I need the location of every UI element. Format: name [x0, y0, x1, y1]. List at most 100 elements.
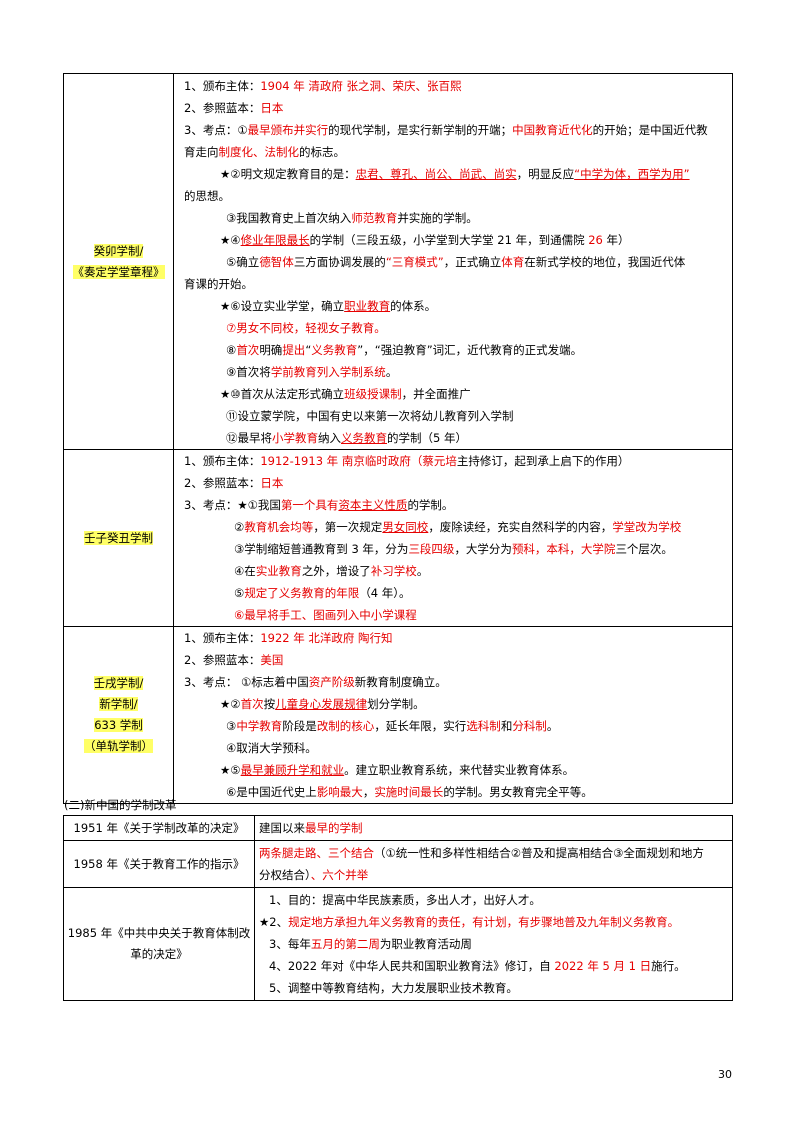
text-line: ④取消大学预科。 — [174, 737, 732, 759]
text-line: ③学制缩短普通教育到 3 年，分为三段四级，大学分为预科，本科，大学院三个层次。 — [174, 538, 732, 560]
emphasis-text: 2022 年 5 月 1 日 — [554, 959, 652, 973]
emphasis-text: 教育机会均等 — [244, 520, 314, 534]
text-segment: ”，“强迫教育”词汇，近代教育的正式发端。 — [357, 343, 583, 357]
text-segment: ④取消大学预科。 — [226, 741, 317, 755]
table-row: 癸卯学制/ 《奏定学堂章程》 1、颁布主体：1904 年 清政府 张之洞、荣庆、… — [63, 73, 733, 450]
text-line: ⑫最早将小学教育纳入义务教育的学制（5 年） — [174, 427, 732, 449]
text-segment: 3、考点：① — [184, 123, 248, 137]
emphasis-text: 学前教育列入学制系统 — [270, 365, 386, 379]
text-segment: 育走向 — [184, 145, 219, 159]
text-line: 1、颁布主体：1904 年 清政府 张之洞、荣庆、张百熙 — [174, 75, 732, 97]
text-line: ⑪设立蒙学院，中国有史以来第一次将幼儿教育列入学制 — [174, 405, 732, 427]
emphasis-text: 忠君、尊孔、尚公、尚武、尚实 — [355, 167, 517, 181]
text-segment: 5、调整中等教育结构，大力发展职业技术教育。 — [269, 981, 518, 995]
emphasis-text: 男女同校 — [382, 520, 429, 534]
text-line: 1、颁布主体：1912-1913 年 南京临时政府（蔡元培主持修订，起到承上启下… — [174, 450, 732, 472]
emphasis-text: 1904 年 清政府 张之洞、荣庆、张百熙 — [260, 79, 462, 93]
text-segment: ④在 — [234, 564, 256, 578]
text-line: ⑦男女不同校，轻视女子教育。 — [174, 317, 732, 339]
text-segment: ★2、 — [259, 915, 289, 929]
emphasis-text: 分科制 — [512, 719, 547, 733]
emphasis-text: 小学教育 — [272, 431, 318, 445]
emphasis-text: 资本主义性质 — [338, 498, 408, 512]
text-segment: 的体系。 — [390, 299, 437, 313]
text-line: 3、考点：①最早颁布并实行的现代学制，是实行新学制的开端；中国教育近代化的开始；… — [174, 119, 732, 141]
text-line: ★⑤最早兼顾升学和就业。建立职业教育系统，来代替实业教育体系。 — [174, 759, 732, 781]
text-line: ③我国教育史上首次纳入师范教育并实施的学制。 — [174, 207, 732, 229]
text-segment: 1、颁布主体： — [184, 79, 261, 93]
row-label: 1958 年《关于教育工作的指示》 — [63, 840, 255, 888]
emphasis-text: 补习学校 — [370, 564, 417, 578]
text-segment: ⑨首次将 — [226, 365, 271, 379]
text-line: ★⑥设立实业学堂，确立职业教育的体系。 — [174, 295, 732, 317]
text-segment: “ — [305, 343, 312, 357]
label-line: 《奏定学堂章程》 — [72, 264, 165, 279]
emphasis-text: 、六个并举 — [310, 868, 369, 882]
text-line: 2、参照蓝本：日本 — [174, 97, 732, 119]
text-segment: 明确 — [259, 343, 283, 357]
text-segment: 之外，增设了 — [301, 564, 371, 578]
text-line: ⑨首次将学前教育列入学制系统。 — [174, 361, 732, 383]
emphasis-text: 最早颁布并实行 — [247, 123, 329, 137]
text-segment: ★⑥设立实业学堂，确立 — [220, 299, 345, 313]
text-segment: ★② — [220, 697, 241, 711]
emphasis-text: 改制的核心 — [316, 719, 375, 733]
row-content: 两条腿走路、三个结合（①统一性和多样性相结合②普及和提高相结合③全面规划和地方分… — [254, 840, 733, 888]
text-segment: 主持修订，起到承上启下的作用） — [456, 454, 630, 468]
emphasis-text: 义务教育 — [341, 431, 387, 445]
text-segment: ，并全面推广 — [401, 387, 471, 401]
text-line: 建国以来最早的学制 — [259, 817, 732, 839]
text-line: ⑤规定了义务教育的年限（4 年）。 — [174, 582, 732, 604]
emphasis-text: 美国 — [260, 653, 284, 667]
text-segment: 。 — [416, 564, 429, 578]
emphasis-text: “中学为体，西学为用” — [574, 167, 690, 181]
text-line: 2、参照蓝本：日本 — [174, 472, 732, 494]
table-row: 壬戌学制/ 新学制/ 633 学制 （单轨学制） 1、颁布主体：1922 年 北… — [63, 626, 733, 804]
table-row: 壬子癸丑学制 1、颁布主体：1912-1913 年 南京临时政府（蔡元培主持修订… — [63, 449, 733, 627]
text-segment: ，废除读经，充实自然科学的内容， — [428, 520, 613, 534]
text-line: ⑥是中国近代史上影响最大，实施时间最长的学制。男女教育完全平等。 — [174, 781, 732, 803]
text-line: ⑧首次明确提出“义务教育”，“强迫教育”词汇，近代教育的正式发端。 — [174, 339, 732, 361]
text-segment: ⑧ — [226, 343, 237, 357]
text-line: ⑤确立德智体三方面协调发展的“三育模式”，正式确立体育在新式学校的地位，我国近代… — [174, 251, 732, 273]
label-line: 1951 年《关于学制改革的决定》 — [73, 820, 245, 835]
label-line: 1958 年《关于教育工作的指示》 — [73, 856, 245, 871]
text-segment: 分权结合） — [259, 868, 311, 882]
text-segment: 的标志。 — [299, 145, 345, 159]
emphasis-text: 首次 — [240, 697, 264, 711]
emphasis-text: 提出 — [282, 343, 306, 357]
emphasis-text: 两条腿走路、三个结合 — [259, 846, 374, 860]
table-row: 1958 年《关于教育工作的指示》 两条腿走路、三个结合（①统一性和多样性相结合… — [63, 840, 733, 888]
emphasis-text: 修业年限最长 — [240, 233, 310, 247]
text-segment: 2、参照蓝本： — [184, 653, 261, 667]
emphasis-text: ⑦男女不同校，轻视女子教育。 — [226, 321, 386, 335]
text-segment: 并实施的学制。 — [397, 211, 478, 225]
text-segment: ，正式确立 — [443, 255, 502, 269]
text-line: 2、参照蓝本：美国 — [174, 649, 732, 671]
text-line: ★②首次按儿童身心发展规律划分学制。 — [174, 693, 732, 715]
text-segment: ③学制缩短普通教育到 3 年，分为 — [234, 542, 409, 556]
row-label: 1985 年《中共中央关于教育体制改 革的决定》 — [63, 887, 255, 1001]
text-segment: 的学制。 — [407, 498, 454, 512]
emphasis-text: 班级授课制 — [344, 387, 402, 401]
label-line: 633 学制 — [94, 718, 143, 732]
text-segment: ⑫最早将 — [226, 431, 272, 445]
emphasis-text: 师范教育 — [351, 211, 398, 225]
text-line: 的思想。 — [174, 185, 732, 207]
text-line: ★⑩首次从法定形式确立班级授课制，并全面推广 — [174, 383, 732, 405]
text-segment: ， — [362, 785, 375, 799]
row-label: 壬子癸丑学制 — [63, 449, 174, 627]
text-segment: （4 年）。 — [359, 586, 411, 600]
label-line: 新学制/ — [99, 697, 138, 711]
text-segment: 1、颁布主体： — [184, 631, 261, 645]
text-segment: 和 — [500, 719, 513, 733]
text-segment: ③ — [226, 719, 237, 733]
text-line: ★2、规定地方承担九年义务教育的责任，有计划，有步骤地普及九年制义务教育。 — [259, 911, 732, 933]
text-segment: 为职业教育活动周 — [379, 937, 472, 951]
label-line: 癸卯学制/ — [93, 243, 144, 258]
text-line: 1、颁布主体：1922 年 北洋政府 陶行知 — [174, 627, 732, 649]
text-segment: 3、考点：★①我国 — [184, 498, 281, 512]
emphasis-text: 实业教育 — [255, 564, 302, 578]
label-line: 壬子癸丑学制 — [84, 530, 153, 545]
text-segment: ★⑤ — [220, 763, 241, 777]
